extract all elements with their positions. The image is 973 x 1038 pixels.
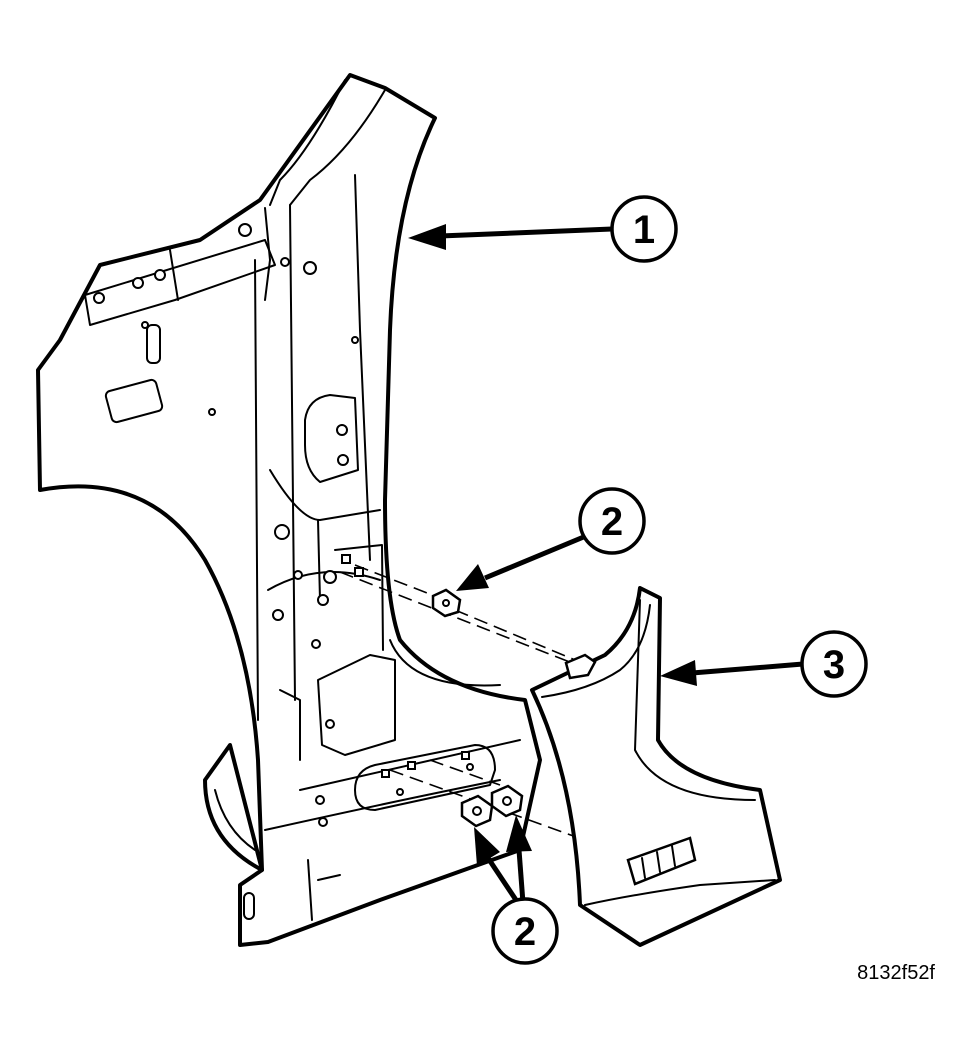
- retaining-clip-upper: [431, 588, 462, 618]
- leader-arrow-2-lower-right: [506, 815, 532, 904]
- callout-3-label: 3: [823, 643, 845, 687]
- leader-arrow-2-upper: [456, 533, 587, 591]
- retaining-clip-lower-left: [460, 794, 494, 828]
- callout-1: 1: [610, 195, 678, 263]
- leader-arrow-1: [408, 224, 613, 250]
- callout-1-label: 1: [633, 208, 655, 252]
- callout-2-upper-label: 2: [601, 500, 623, 544]
- leader-arrow-2-lower-left: [474, 827, 521, 905]
- callout-2-lower: 2: [491, 897, 559, 965]
- callout-2-upper: 2: [578, 487, 646, 555]
- retaining-clip-lower-right: [490, 784, 524, 818]
- figure-id: 8132f52f: [857, 962, 935, 984]
- callout-3: 3: [800, 630, 868, 698]
- body-side-panel: [36, 73, 542, 947]
- leader-arrow-3: [660, 660, 804, 686]
- cowl-trim-panel: [530, 586, 782, 947]
- callout-2-lower-label: 2: [514, 910, 536, 954]
